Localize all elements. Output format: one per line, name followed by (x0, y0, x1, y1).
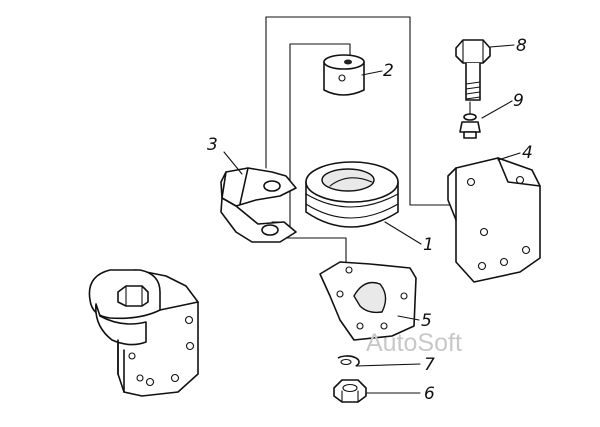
part-7-spring-washer (337, 355, 360, 367)
part-2-bushing (323, 54, 365, 96)
callout-labels: 2 8 9 4 3 1 5 7 6 (207, 36, 533, 404)
part-5-mounting-plate (319, 261, 417, 341)
callout-6: 6 (424, 384, 435, 404)
callout-2: 2 (383, 61, 394, 81)
callout-5: 5 (421, 311, 432, 331)
watermark-text: AutoSoft (366, 329, 462, 357)
callout-leaders (223, 44, 521, 394)
part-8-bolt (455, 39, 491, 101)
part-9-grease-nipple (459, 113, 481, 139)
callout-3: 3 (207, 135, 218, 155)
callout-7: 7 (424, 355, 435, 375)
callout-9: 9 (513, 91, 524, 111)
assembled-mount-unit (88, 269, 199, 397)
callout-1: 1 (423, 235, 434, 255)
callout-8: 8 (516, 36, 527, 56)
part-3-clamp-bracket (220, 167, 297, 243)
callout-4: 4 (522, 143, 533, 163)
part-4-support-bracket (447, 157, 541, 283)
part-6-nut (333, 379, 367, 403)
part-1-rubber-cushion (305, 161, 399, 228)
